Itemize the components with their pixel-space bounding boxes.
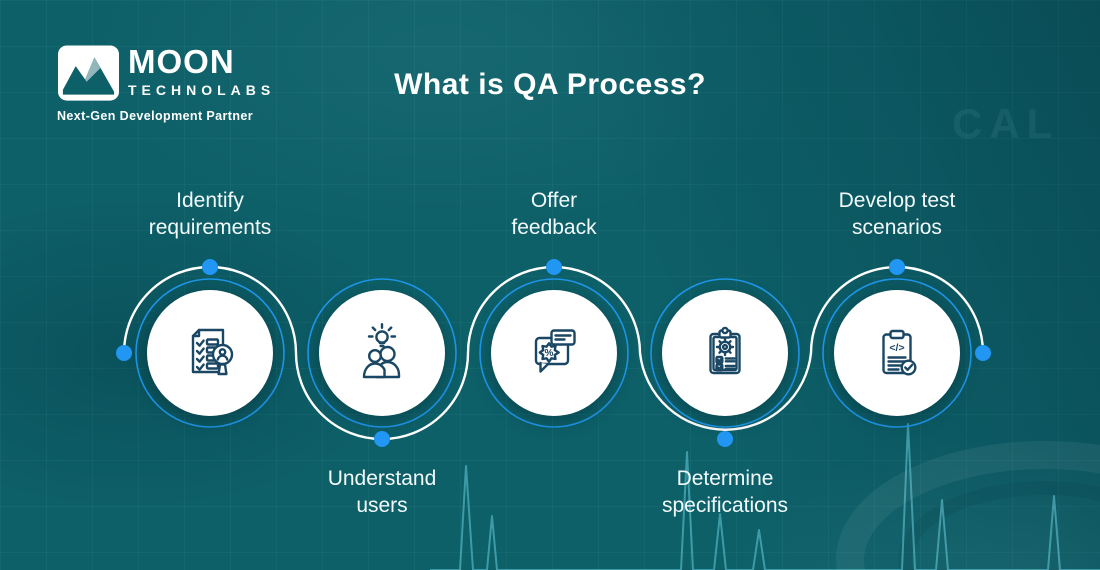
logo-subname: TECHNOLABS <box>128 82 276 98</box>
step-label-identify-requirements: Identify requirements <box>148 189 272 239</box>
background-watermark-text: CAL <box>952 100 1060 147</box>
step-label-develop-test-scenarios: Develop test scenarios <box>838 189 956 239</box>
page-title: What is QA Process? <box>394 68 706 101</box>
moon-technolabs-logo: MOON TECHNOLABS Next-Gen Development Par… <box>57 44 270 123</box>
users-idea-icon <box>362 323 401 379</box>
requirements-checklist-magnifier-icon <box>191 328 234 376</box>
feedback-chat-badge-icon: % <box>534 329 576 373</box>
step-label-understand-users: Understand users <box>327 467 437 517</box>
logo-tagline: Next-Gen Development Partner <box>57 109 253 123</box>
percent-glyph: % <box>545 348 554 359</box>
test-scenarios-clipboard-code-icon: </> <box>882 329 917 376</box>
step-label-offer-feedback: Offer feedback <box>511 189 597 239</box>
logo-wordmark: MOON TECHNOLABS <box>128 44 275 98</box>
code-glyph: </> <box>889 342 904 354</box>
specifications-clipboard-gear-icon <box>709 326 741 375</box>
step-label-determine-specifications: Determine specifications <box>661 467 789 517</box>
moon-mountain-logo-icon <box>57 45 120 101</box>
logo-name: MOON <box>128 43 235 80</box>
